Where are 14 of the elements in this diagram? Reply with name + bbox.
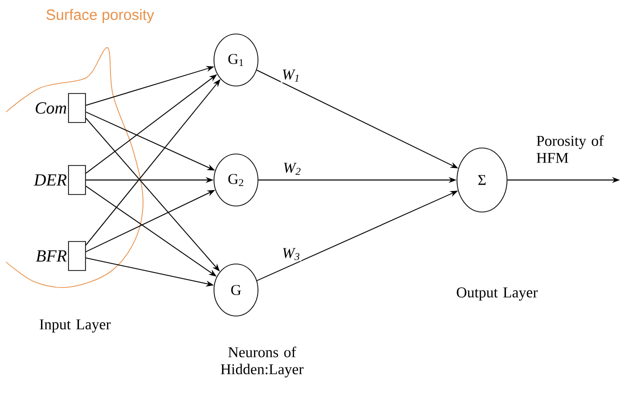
layer-label: Input Layer: [40, 319, 111, 333]
weight-label: W$_{3}$: [281, 247, 302, 262]
input-box: BFR: [36, 241, 86, 271]
weight-label: W$_{2}$: [282, 162, 302, 176]
input-box: DER: [34, 165, 86, 195]
input-box: Com: [36, 93, 86, 123]
surface-label: Surface porosity: [46, 9, 154, 23]
layer-label: Neurons of Hidden:Layer: [220, 346, 304, 378]
node-label: DER: [34, 174, 67, 186]
layer-label: Output Layer: [456, 287, 538, 301]
node-label: BFR: [36, 250, 67, 262]
weight-label: W$_{1}$: [280, 68, 302, 83]
output-label: Porosity of HFM: [536, 135, 604, 163]
node-label: Com: [36, 102, 66, 114]
